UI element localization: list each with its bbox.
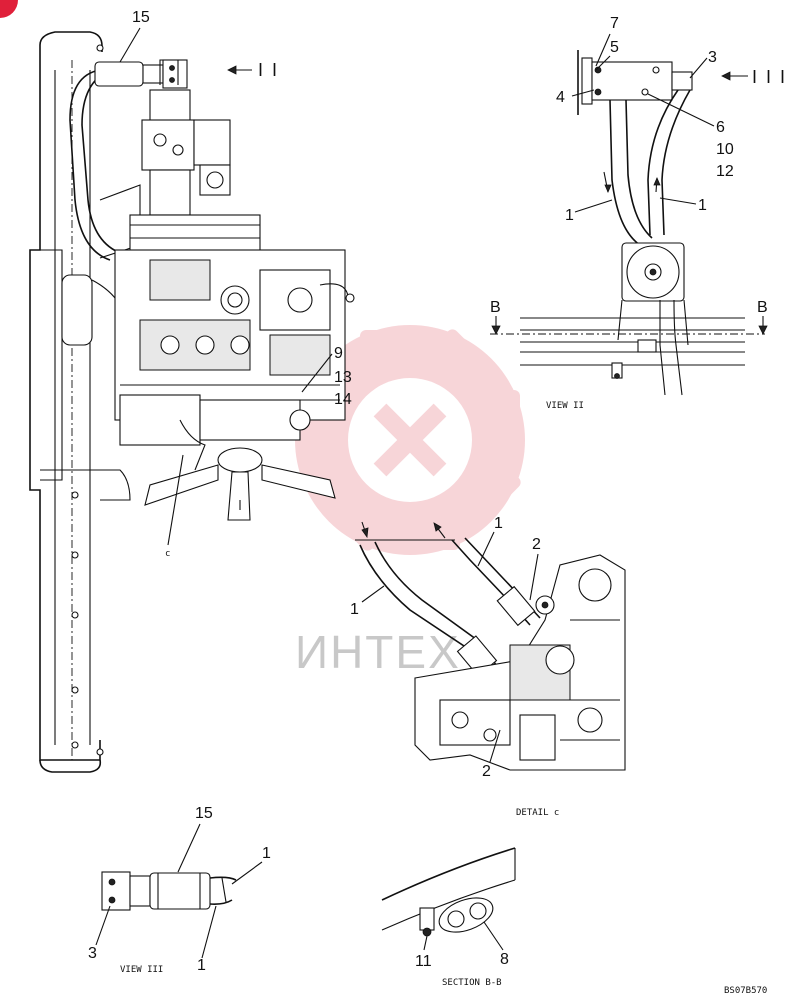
- view-iii-drawing: [101, 871, 237, 911]
- callout-1-view2-left: 1: [565, 207, 574, 224]
- section-b-left: B: [490, 299, 501, 316]
- view-ii-label: I I: [258, 60, 279, 80]
- callout-10: 10: [716, 141, 734, 158]
- callout-15-top: 15: [132, 9, 150, 26]
- callout-5: 5: [610, 39, 619, 56]
- callout-8: 8: [500, 951, 509, 968]
- callout-11: 11: [415, 953, 432, 970]
- callout-1-view3-bottom: 1: [197, 957, 206, 974]
- callout-1-view3-top: 1: [262, 845, 271, 862]
- detail-c-leaders: [361, 531, 539, 763]
- view-ii-drawing: [490, 50, 765, 396]
- callout-4: 4: [556, 89, 565, 106]
- caption-view-iii: VIEW III: [120, 965, 163, 975]
- drawing-code: BS07B570: [724, 986, 767, 996]
- callout-7: 7: [610, 15, 619, 32]
- section-b-right: B: [757, 299, 768, 316]
- callout-12: 12: [716, 163, 734, 180]
- callout-1-detail-top: 1: [494, 515, 503, 532]
- callout-2-detail-bottom: 2: [482, 763, 491, 780]
- detail-c-drawing: [355, 521, 626, 771]
- section-bb-leaders: [423, 921, 504, 951]
- callout-6: 6: [716, 119, 725, 136]
- callout-3-view3: 3: [88, 945, 97, 962]
- leader-9: [301, 353, 333, 393]
- hose-assembly-left: [69, 59, 188, 261]
- view-ii-leaders: [571, 33, 715, 213]
- callout-3-top: 3: [708, 49, 717, 66]
- corner-mark-icon: [0, 0, 18, 18]
- callout-14: 14: [334, 391, 352, 408]
- section-b-left-arrowhead: [491, 325, 501, 335]
- callout-9: 9: [334, 345, 343, 362]
- leader-15-top: [119, 27, 141, 63]
- caption-section-bb: SECTION B-B: [442, 978, 502, 988]
- view-iii-leaders: [95, 823, 263, 959]
- view-iii-label: I I I: [752, 67, 787, 87]
- section-b-right-arrowhead: [758, 325, 768, 335]
- callout-15-view3: 15: [195, 805, 213, 822]
- caption-detail-c: DETAIL c: [516, 808, 559, 818]
- watermark-text: ИНТЕХ: [295, 626, 461, 678]
- callout-1-detail-left: 1: [350, 601, 359, 618]
- view-iii-marker: I I I: [721, 67, 787, 87]
- view-ii-marker: I I: [227, 60, 279, 80]
- section-bb-drawing: [381, 847, 516, 937]
- detail-c-leader: [167, 454, 184, 546]
- caption-view-ii: VIEW II: [546, 401, 584, 411]
- detail-c-ref: c: [165, 549, 170, 559]
- callout-13: 13: [334, 369, 352, 386]
- engine-assembly: [114, 59, 355, 521]
- callout-2-detail-top: 2: [532, 536, 541, 553]
- watermark-gear-icon: [295, 325, 525, 555]
- callout-1-view2-right: 1: [698, 197, 707, 214]
